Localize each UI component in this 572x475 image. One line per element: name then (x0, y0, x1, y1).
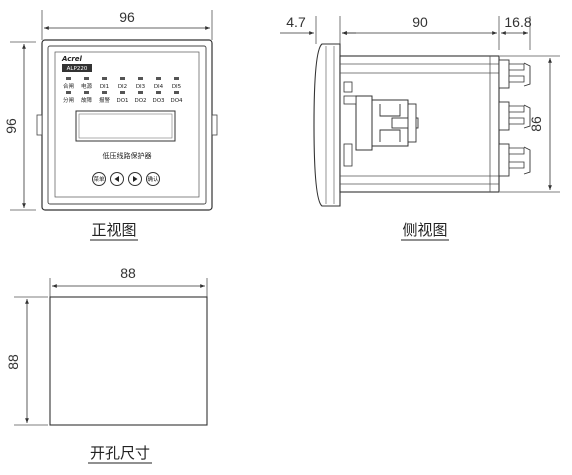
mounting-clip (343, 95, 419, 151)
cutout-caption: 开孔尺寸 (90, 444, 150, 462)
led-label: DI1 (100, 84, 109, 90)
model-label: ALP220 (67, 66, 88, 72)
side-height-label: 86 (528, 116, 544, 132)
led-label: DO1 (116, 98, 128, 104)
terminal-blocks (343, 59, 531, 177)
led-label: 电源 (81, 82, 93, 90)
right-arrow-icon (133, 176, 138, 182)
led-label: 故障 (81, 96, 93, 104)
led-label: 报警 (99, 96, 111, 104)
led-label: DO3 (152, 98, 165, 104)
cutout-width-label: 88 (120, 265, 136, 281)
left-button[interactable] (110, 172, 124, 186)
model-badge (62, 64, 92, 72)
led-label: DI3 (136, 84, 146, 90)
right-button[interactable] (128, 172, 142, 186)
panel-cutout (49, 296, 208, 426)
cutout-height-label: 88 (5, 354, 21, 370)
side-view-caption: 侧视图 (402, 221, 447, 239)
front-height-label: 96 (3, 118, 19, 134)
lcd-display (75, 110, 176, 142)
side-view: 4.7 90 16.8 86 (280, 14, 560, 241)
side-bezel (313, 43, 341, 207)
led-label: DI4 (154, 84, 164, 90)
side-body-depth-label: 90 (412, 14, 428, 30)
cutout-view: 88 88 开孔尺寸 (5, 265, 208, 464)
led-label: DO4 (170, 98, 183, 104)
led-label: 合闸 (63, 82, 74, 90)
led-top-labels: 合闸 电源 DI1 DI2 DI3 DI4 DI5 (63, 82, 182, 90)
led-bottom-labels: 分闸 故障 报警 DO1 DO2 DO3 DO4 (63, 96, 183, 104)
confirm-button[interactable]: 确认 (146, 172, 160, 186)
front-width-label: 96 (119, 9, 135, 25)
menu-button[interactable]: 菜单 (92, 172, 106, 186)
confirm-button-label: 确认 (147, 175, 159, 183)
menu-button-label: 菜单 (93, 175, 105, 183)
led-row (66, 77, 179, 94)
led-label: DI5 (172, 84, 182, 90)
front-view: 96 96 Acrel ALP220 (3, 9, 218, 241)
device-name: 低压线路保护器 (103, 151, 152, 160)
side-front-depth-label: 4.7 (286, 14, 306, 30)
led-label: DI2 (118, 84, 127, 90)
brand-logo: Acrel (61, 55, 83, 63)
front-view-caption: 正视图 (91, 221, 136, 239)
side-terminal-depth-label: 16.8 (504, 14, 531, 30)
led-label: DO2 (134, 98, 146, 104)
led-label: 分闸 (63, 96, 74, 104)
front-buttons: 菜单 确认 (92, 172, 160, 186)
left-arrow-icon (114, 176, 119, 182)
